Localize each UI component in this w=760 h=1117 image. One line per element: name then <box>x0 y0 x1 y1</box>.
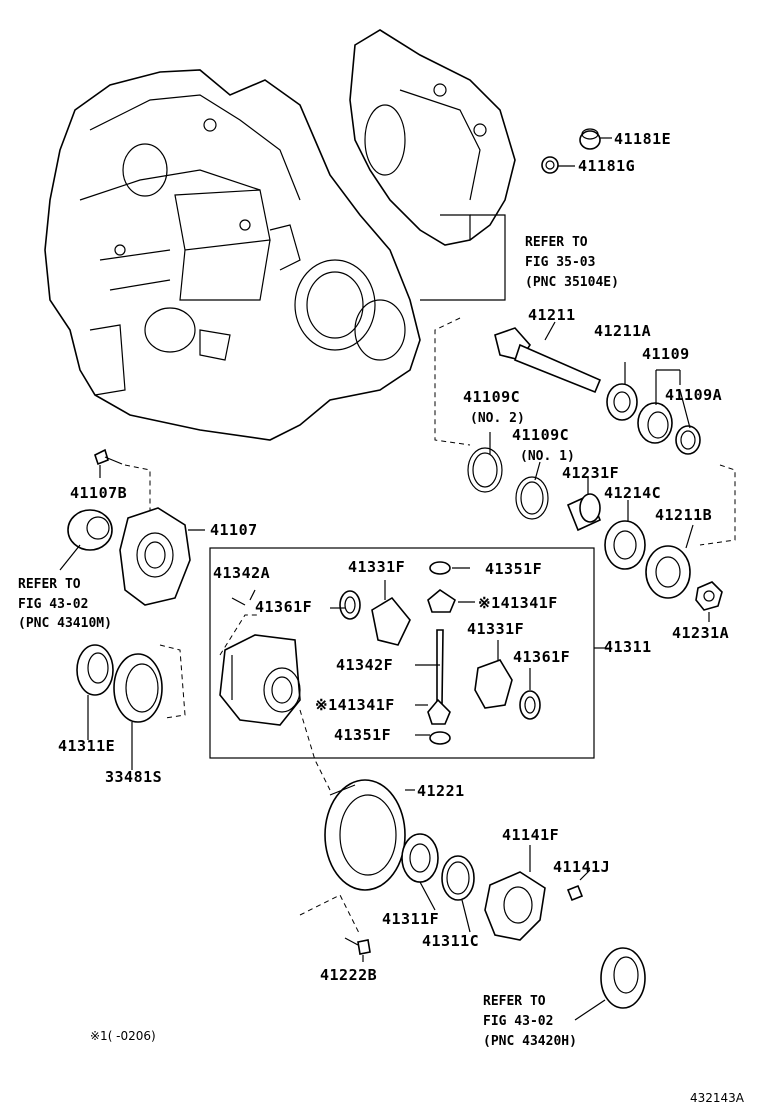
label-41109: 41109 <box>642 345 690 363</box>
label-41311F: 41311F <box>382 910 439 928</box>
label-41211A: 41211A <box>594 322 651 340</box>
spacer-41231F-drawing <box>566 493 602 532</box>
label-41342A: 41342A <box>213 564 270 582</box>
label-41109C-no1: 41109C <box>512 426 569 444</box>
bolt-41141J-drawing <box>566 884 584 902</box>
label-41342F: 41342F <box>336 656 393 674</box>
nut-41231A-drawing <box>695 581 723 611</box>
refer-43410M-line2: FIG 43-02 <box>18 597 88 612</box>
snap-ring-41109C-no1-drawing <box>515 476 549 520</box>
converter-housing-drawing <box>349 29 516 246</box>
ring-33481S-drawing <box>113 653 163 723</box>
label-41331F-a: 41331F <box>348 558 405 576</box>
refer-43410M-line1: REFER TO <box>18 577 81 592</box>
differential-assembly-box <box>209 547 595 759</box>
label-33481S: 33481S <box>105 768 162 786</box>
figure-id: 432143A <box>690 1091 745 1105</box>
refer-35-03-line3: (PNC 35104E) <box>525 275 619 290</box>
refer-43420H-line3: (PNC 43420H) <box>483 1034 577 1049</box>
label-41341F-a: ※141341F <box>478 594 558 612</box>
bolt-41107B-drawing <box>94 448 123 466</box>
label-41361F-a: 41361F <box>255 598 312 616</box>
label-41141J: 41141J <box>553 858 610 876</box>
label-41181E: 41181E <box>614 130 671 148</box>
bearing-41214C-drawing <box>604 520 646 570</box>
guide-dash <box>434 317 471 446</box>
label-41141F: 41141F <box>502 826 559 844</box>
label-41351F-b: 41351F <box>334 726 391 744</box>
bearing-41211B-drawing <box>645 545 691 599</box>
ring-41109A-drawing <box>675 425 701 455</box>
guide-dash <box>699 464 736 546</box>
label-41351F-a: 41351F <box>485 560 542 578</box>
bearing-refer-43410M-drawing <box>67 509 113 551</box>
refer-35-03-line2: FIG 35-03 <box>525 255 595 270</box>
washer-41361F-b-drawing <box>519 690 541 720</box>
pin-41342A-drawing <box>231 597 246 606</box>
bolt-41222B-drawing <box>344 937 371 955</box>
refer-35-03-leader <box>420 214 506 301</box>
label-41231F: 41231F <box>562 464 619 482</box>
gear-41331F-a-drawing <box>371 596 411 646</box>
snap-ring-41109C-no2-drawing <box>467 447 503 493</box>
bearing-41311F-drawing <box>401 833 439 883</box>
refer-35-03-line1: REFER TO <box>525 235 588 250</box>
label-41311E: 41311E <box>58 737 115 755</box>
guide-dash <box>124 464 151 510</box>
bearing-41109-drawing <box>637 402 673 444</box>
retainer-41141F-drawing <box>484 871 546 941</box>
plug-41181E-drawing <box>579 128 601 150</box>
label-41214C: 41214C <box>604 484 661 502</box>
label-41331F-b: 41331F <box>467 620 524 638</box>
label-41361F-b: 41361F <box>513 648 570 666</box>
shaft-41342F-drawing <box>436 629 444 706</box>
pinion-41341F-a-drawing <box>427 589 456 613</box>
retainer-41107-drawing <box>119 507 191 606</box>
oil-seal-41311E-drawing <box>76 644 114 696</box>
guide-dash <box>159 644 186 719</box>
label-41109A: 41109A <box>665 386 722 404</box>
guide-dash <box>299 894 361 936</box>
label-41231A: 41231A <box>672 624 729 642</box>
bearing-refer-43420H-drawing <box>600 947 646 1009</box>
ring-gear-41221-drawing <box>324 779 406 891</box>
guide-dash <box>299 709 331 791</box>
guide-dash <box>219 614 260 656</box>
refer-43420H-line1: REFER TO <box>483 994 546 1009</box>
label-41107: 41107 <box>210 521 258 539</box>
refer-43420H-line2: FIG 43-02 <box>483 1014 553 1029</box>
differential-case-drawing <box>219 634 301 726</box>
label-41311: 41311 <box>604 638 652 656</box>
pinion-41341F-b-drawing <box>427 698 451 725</box>
label-41211B: 41211B <box>655 506 712 524</box>
label-41181G: 41181G <box>578 157 635 175</box>
washer-41351F-b-drawing <box>429 731 451 745</box>
transaxle-case-drawing <box>44 69 421 441</box>
label-41341F-b: ※141341F <box>315 696 395 714</box>
gear-41331F-b-drawing <box>474 659 513 709</box>
footnote: ※1( -0206) <box>90 1029 156 1043</box>
label-41107B: 41107B <box>70 484 127 502</box>
label-41109C-no2: 41109C <box>463 388 520 406</box>
label-41311C: 41311C <box>422 932 479 950</box>
washer-41351F-a-drawing <box>429 561 451 575</box>
refer-43410M-line3: (PNC 43410M) <box>18 616 112 631</box>
gasket-41181G-drawing <box>541 156 559 174</box>
label-41221: 41221 <box>417 782 465 800</box>
bearing-41211A-drawing <box>606 383 638 421</box>
ring-41311C-drawing <box>441 855 475 901</box>
washer-41361F-a-drawing <box>339 590 361 620</box>
label-no1: (NO. 1) <box>520 449 575 464</box>
drive-pinion-41211-drawing <box>494 327 602 394</box>
label-no2: (NO. 2) <box>470 411 525 426</box>
label-41222B: 41222B <box>320 966 377 984</box>
label-41211: 41211 <box>528 306 576 324</box>
